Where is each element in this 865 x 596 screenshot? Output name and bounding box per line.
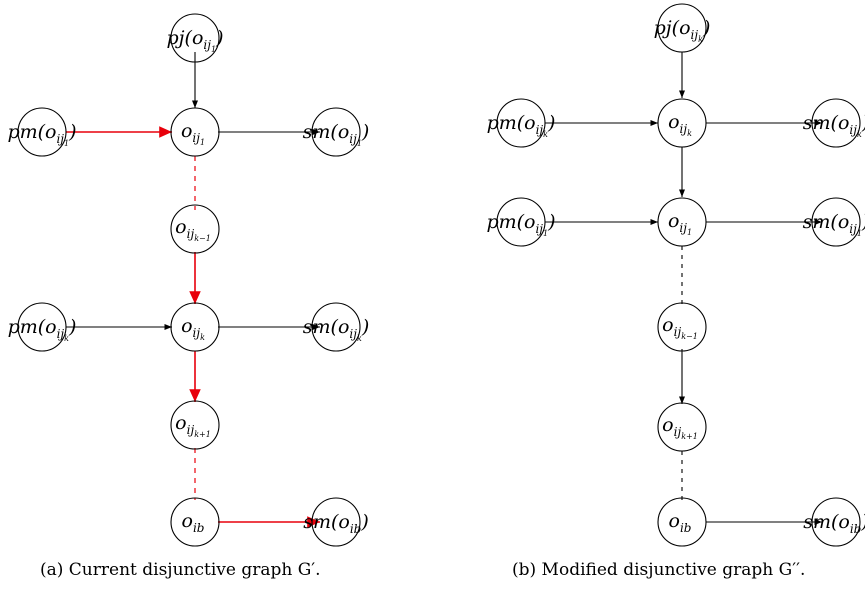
svg-text:oijk−1: oijk−1	[662, 314, 698, 341]
svg-text:oib: oib	[182, 510, 205, 535]
svg-text:pm(oij1): pm(oij1)	[486, 211, 555, 238]
svg-text:sm(oib): sm(oib)	[803, 511, 865, 536]
diagram-a: pj(oij1) pm(oij1) oij1 sm(oij1) oijk−1 p…	[7, 13, 370, 547]
svg-text:sm(oijk): sm(oijk)	[303, 316, 369, 343]
node-oijk-plus-1: oijk+1	[170, 400, 220, 450]
svg-text:oijk+1: oijk+1	[175, 412, 211, 439]
svg-text:oijk: oijk	[668, 111, 692, 138]
svg-text:oij1: oij1	[181, 120, 205, 147]
svg-text:oij1: oij1	[668, 210, 692, 237]
caption-a: (a) Current disjunctive graph G′.	[40, 560, 321, 580]
svg-text:sm(oib): sm(oib)	[303, 511, 369, 536]
node-oij1-b: oij1	[657, 197, 707, 247]
svg-text:oijk: oijk	[181, 315, 205, 342]
node-pj-b: pj(oijk)	[654, 3, 711, 53]
svg-text:sm(oij1): sm(oij1)	[303, 121, 370, 148]
node-pm-oijk: pm(oijk)	[8, 302, 77, 352]
node-oijk-minus-1: oijk−1	[170, 204, 220, 254]
svg-text:sm(oijk): sm(oijk)	[803, 112, 865, 139]
node-pm-oij1: pm(oij1)	[7, 107, 77, 157]
node-sm-oijk-b: sm(oijk)	[803, 98, 865, 148]
node-oijk-plus-1-b: oijk+1	[657, 402, 707, 452]
node-sm-oib-b: sm(oib)	[803, 497, 865, 547]
svg-text:pm(oij1): pm(oij1)	[7, 121, 76, 148]
caption-b: (b) Modified disjunctive graph G′′.	[512, 560, 806, 580]
svg-text:pj(oij1): pj(oij1)	[167, 27, 224, 54]
svg-text:oijk−1: oijk−1	[175, 216, 211, 243]
node-sm-oijk: sm(oijk)	[303, 302, 369, 352]
node-oijk-b: oijk	[657, 98, 707, 148]
diagram-b: pj(oijk) pm(oijk) oijk sm(oijk) pm(oij1)…	[486, 3, 865, 547]
svg-text:pm(oijk): pm(oijk)	[8, 316, 77, 343]
svg-text:oib: oib	[669, 510, 692, 535]
node-sm-oib: sm(oib)	[303, 497, 369, 547]
node-oijk-minus-1-b: oijk−1	[657, 302, 707, 352]
svg-text:oijk+1: oijk+1	[662, 414, 698, 441]
node-sm-oij1: sm(oij1)	[303, 107, 370, 157]
svg-text:pm(oijk): pm(oijk)	[487, 112, 556, 139]
node-oib-b: oib	[657, 497, 707, 547]
node-pm-oijk-b: pm(oijk)	[487, 98, 556, 148]
node-oij1: oij1	[170, 107, 220, 157]
svg-text:sm(oij1): sm(oij1)	[803, 211, 865, 238]
node-oijk: oijk	[170, 302, 220, 352]
svg-text:pj(oijk): pj(oijk)	[654, 17, 711, 44]
node-sm-oij1-b: sm(oij1)	[803, 197, 865, 247]
node-oib: oib	[170, 497, 220, 547]
node-pj: pj(oij1)	[167, 13, 224, 63]
node-pm-oij1-b: pm(oij1)	[486, 197, 556, 247]
